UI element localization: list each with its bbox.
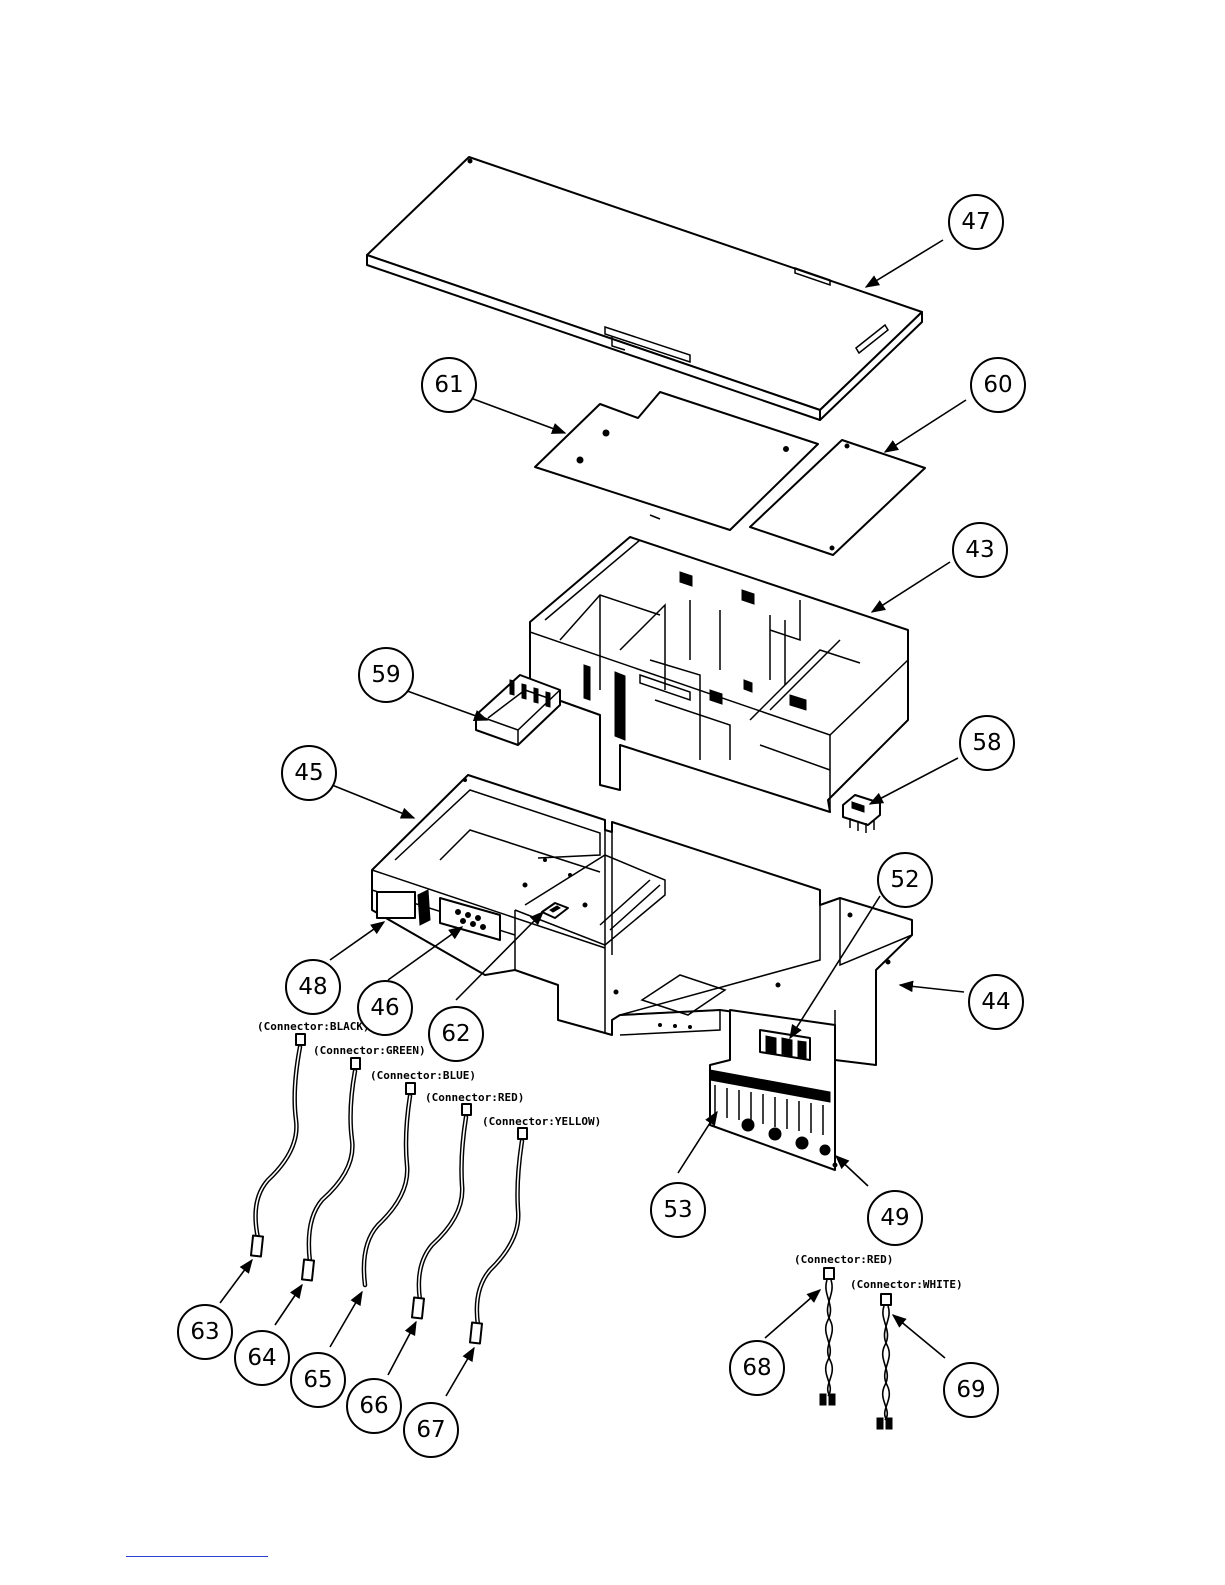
part-number-62: 62 bbox=[429, 1007, 483, 1061]
cable-part-67 bbox=[470, 1128, 527, 1343]
switch-part-58 bbox=[843, 795, 880, 833]
part-number-61: 61 bbox=[422, 358, 476, 412]
chassis-frame-part-43 bbox=[530, 537, 908, 812]
part-number-44: 44 bbox=[969, 975, 1023, 1029]
cable-part-69 bbox=[877, 1294, 892, 1429]
part-number-67: 67 bbox=[404, 1403, 458, 1457]
part-number-60: 60 bbox=[971, 358, 1025, 412]
part-number-45: 45 bbox=[282, 746, 336, 800]
part-number-69: 69 bbox=[944, 1363, 998, 1417]
part-number-53: 53 bbox=[651, 1183, 705, 1237]
part-number-66: 66 bbox=[347, 1379, 401, 1433]
connector-label-67: (Connector:YELLOW) bbox=[482, 1115, 601, 1128]
svg-text:65: 65 bbox=[303, 1367, 332, 1393]
part-number-65: 65 bbox=[291, 1353, 345, 1407]
cable-part-64 bbox=[302, 1058, 360, 1280]
svg-text:43: 43 bbox=[965, 537, 994, 563]
svg-text:49: 49 bbox=[880, 1205, 909, 1231]
svg-text:60: 60 bbox=[983, 372, 1012, 398]
footer-rule bbox=[126, 1556, 268, 1557]
svg-text:45: 45 bbox=[294, 760, 323, 786]
part-number-46: 46 bbox=[358, 981, 412, 1035]
part-number-43: 43 bbox=[953, 523, 1007, 577]
cable-part-68 bbox=[820, 1268, 835, 1405]
svg-text:67: 67 bbox=[416, 1417, 445, 1443]
connector-label-68: (Connector:RED) bbox=[794, 1253, 893, 1266]
svg-text:68: 68 bbox=[742, 1355, 771, 1381]
connector-label-64: (Connector:GREEN) bbox=[313, 1044, 426, 1057]
svg-text:47: 47 bbox=[961, 209, 990, 235]
terminal-cover-part-59 bbox=[476, 675, 560, 745]
part-number-68: 68 bbox=[730, 1341, 784, 1395]
svg-text:63: 63 bbox=[190, 1319, 219, 1345]
svg-text:53: 53 bbox=[663, 1197, 692, 1223]
cable-part-65 bbox=[364, 1083, 415, 1285]
part-number-63: 63 bbox=[178, 1305, 232, 1359]
part-number-64: 64 bbox=[235, 1331, 289, 1385]
svg-text:58: 58 bbox=[972, 730, 1001, 756]
svg-text:44: 44 bbox=[981, 989, 1010, 1015]
connector-label-69: (Connector:WHITE) bbox=[850, 1278, 963, 1291]
svg-text:48: 48 bbox=[298, 974, 327, 1000]
connector-label-65: (Connector:BLUE) bbox=[370, 1069, 476, 1082]
part-number-58: 58 bbox=[960, 716, 1014, 770]
part-number-47: 47 bbox=[949, 195, 1003, 249]
svg-text:46: 46 bbox=[370, 995, 399, 1021]
connector-label-66: (Connector:RED) bbox=[425, 1091, 524, 1104]
svg-text:62: 62 bbox=[441, 1021, 470, 1047]
part-number-59: 59 bbox=[359, 648, 413, 702]
svg-text:69: 69 bbox=[956, 1377, 985, 1403]
cable-part-63 bbox=[251, 1034, 305, 1256]
svg-text:66: 66 bbox=[359, 1393, 388, 1419]
svg-text:52: 52 bbox=[890, 867, 919, 893]
part-number-52: 52 bbox=[878, 853, 932, 907]
svg-text:61: 61 bbox=[434, 372, 463, 398]
svg-text:64: 64 bbox=[247, 1345, 276, 1371]
svg-text:59: 59 bbox=[371, 662, 400, 688]
cable-part-66 bbox=[412, 1104, 471, 1318]
connector-label-63: (Connector:BLACK) bbox=[257, 1020, 370, 1033]
part-number-48: 48 bbox=[286, 960, 340, 1014]
part-number-49: 49 bbox=[868, 1191, 922, 1245]
